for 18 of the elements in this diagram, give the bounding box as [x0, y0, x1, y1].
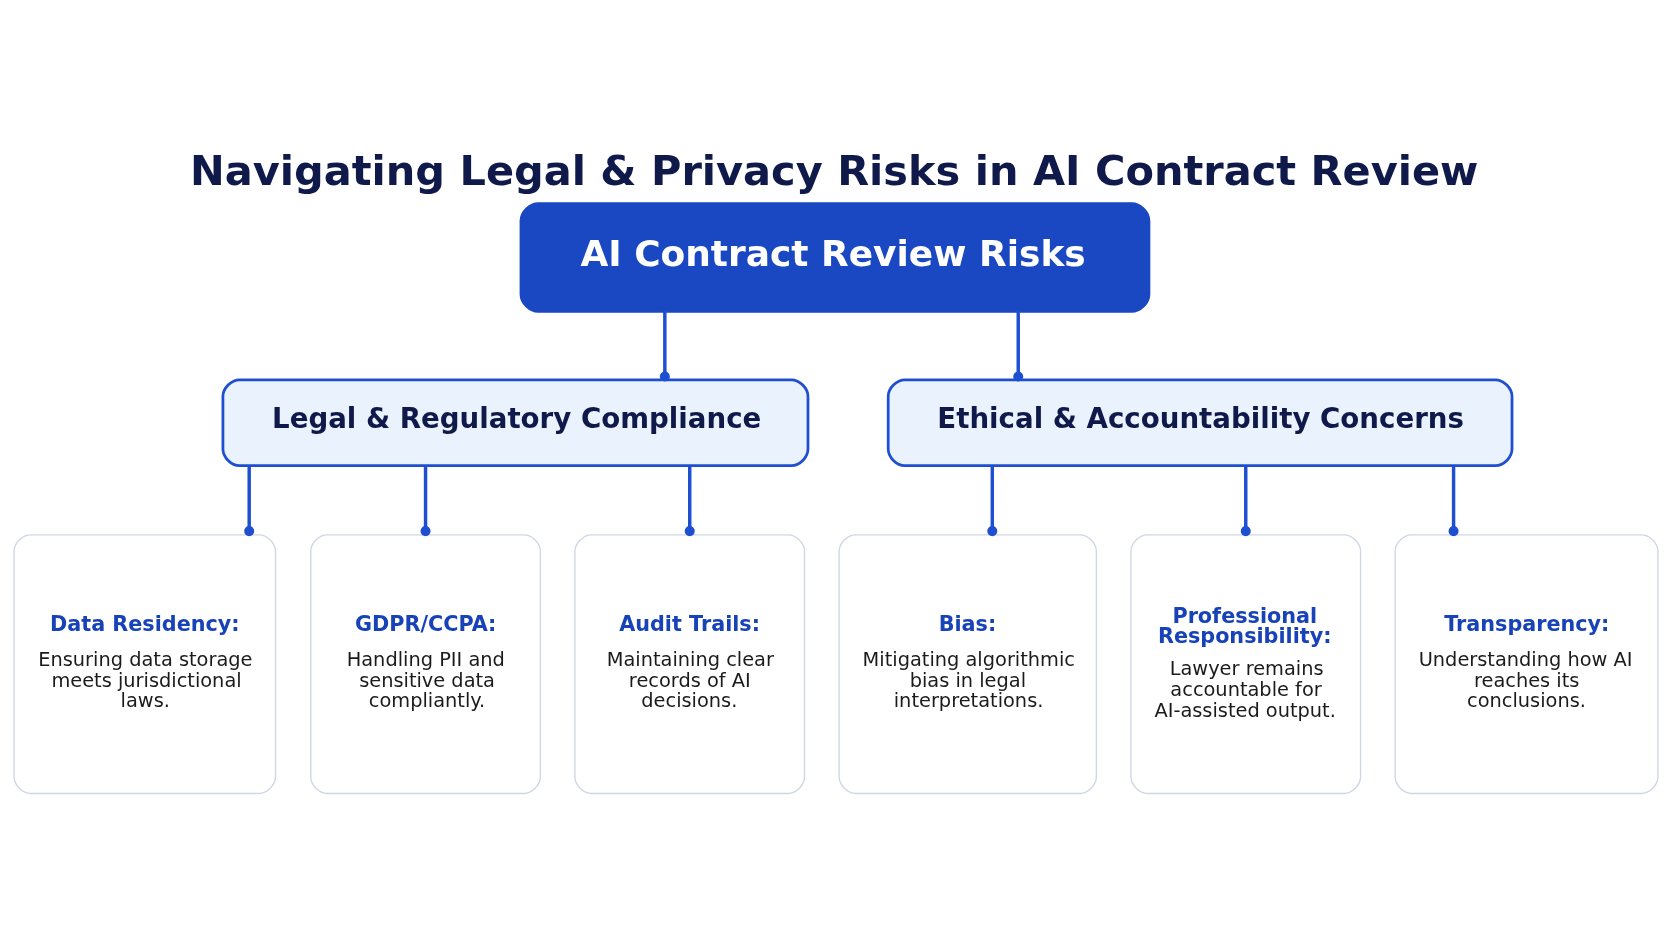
connector	[659, 311, 670, 382]
node-box: Transparency: Understanding how AI reaches its conclusions.	[1394, 534, 1659, 795]
node-box: Ethical & Accountability Concerns	[886, 378, 1514, 468]
diagram-title: Navigating Legal & Privacy Risks in AI Contract Review	[190, 145, 1479, 195]
node-box: Professional Responsibility: Lawyer remains accountable for AI-assisted output.	[1130, 534, 1362, 795]
node-box: Audit Trails: Maintaining clear records of AI decisions.	[574, 534, 806, 795]
connector	[684, 465, 695, 537]
node-box: GDPR/CCPA: Handling PII and sensitive data compliantly.	[310, 534, 542, 795]
connector	[1013, 311, 1024, 382]
node-box: Legal & Regulatory Compliance	[221, 378, 810, 468]
node-box: Data Residency: Ensuring data storage meets jurisdictional laws.	[13, 534, 277, 795]
connector	[244, 465, 255, 537]
node-box: Bias: Mitigating algorithmic bias in legal interpretations.	[838, 534, 1098, 795]
connector	[987, 465, 998, 537]
node-box: AI Contract Review Risks	[519, 202, 1151, 313]
connector	[420, 465, 431, 537]
connector	[1448, 465, 1459, 537]
connector	[1240, 465, 1251, 537]
